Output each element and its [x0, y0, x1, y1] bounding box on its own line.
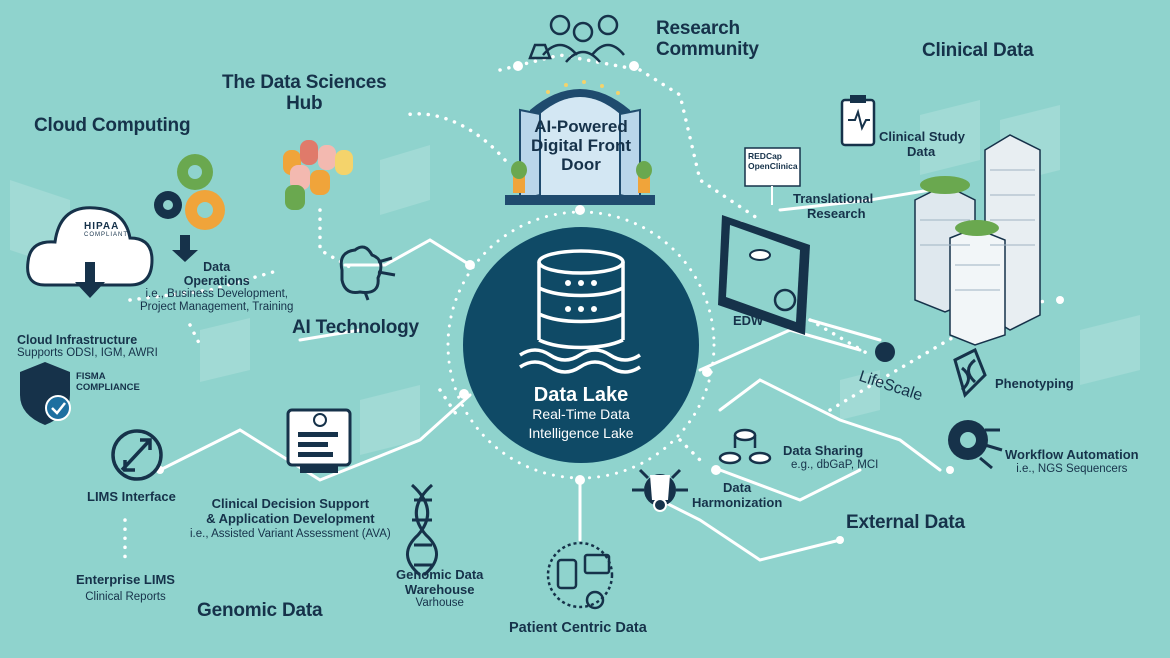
data-sharing-icon	[718, 428, 772, 465]
data-sciences-hub-title: The Data Sciences Hub	[222, 72, 387, 115]
clipboard-icon	[840, 95, 876, 147]
phenotyping-label: Phenotyping	[995, 376, 1074, 391]
fisma-compliance-label: FISMA COMPLIANCE	[76, 371, 140, 393]
workflow-gear-icon	[948, 420, 1003, 470]
workflow-automation-label: Workflow Automation i.e., NGS Sequencers	[1005, 447, 1139, 475]
cloud-infrastructure-label: Cloud Infrastructure Supports ODSI, IGM,…	[17, 333, 158, 359]
data-harmonization-label: Data Harmonization	[692, 480, 783, 510]
front-door-label: AI-Powered Digital Front Door	[530, 117, 632, 175]
lims-interface-label: LIMS Interface	[87, 489, 176, 504]
dna-icon	[406, 483, 438, 577]
front-door-illustration	[505, 80, 655, 205]
database-icon	[519, 249, 641, 374]
genomic-data-title: Genomic Data	[197, 600, 323, 621]
external-data-title: External Data	[846, 512, 965, 533]
researchers-icon	[528, 14, 625, 63]
data-lake-subtitle: Real-Time Data Intelligence Lake	[528, 406, 634, 441]
data-sharing-label: Data Sharing e.g., dbGaP, MCI	[783, 443, 879, 471]
ai-brain-icon	[339, 245, 396, 301]
phenotyping-icon	[953, 347, 987, 398]
gears-icon	[154, 154, 225, 262]
buildings-illustration	[914, 134, 1041, 346]
research-community-title: Research Community	[656, 18, 759, 61]
clinical-decision-monitor-icon	[286, 408, 352, 473]
edw-label: EDW	[733, 313, 764, 328]
enterprise-lims-label: Enterprise LIMS Clinical Reports	[76, 572, 175, 603]
clinical-decision-support-label: Clinical Decision Support & Application …	[190, 496, 391, 541]
lims-icon	[111, 429, 163, 481]
redcap-sign	[744, 147, 801, 205]
clinical-data-title: Clinical Data	[922, 40, 1034, 61]
data-lake-circle	[446, 210, 716, 480]
fisma-shield-icon	[20, 362, 71, 425]
ai-technology-title: AI Technology	[292, 317, 419, 338]
harmonization-icon	[632, 468, 688, 512]
patient-centric-icon	[546, 541, 614, 610]
translational-research-label: Translational Research	[793, 191, 874, 221]
clinical-study-data-label: Clinical Study Data	[879, 129, 965, 159]
data-operations-label: Data Operations i.e., Business Developme…	[140, 260, 294, 313]
patient-centric-data-title: Patient Centric Data	[509, 620, 647, 636]
solid-connectors	[158, 188, 942, 562]
data-lake-title: Data Lake	[533, 384, 629, 406]
hipaa-label: HIPAA COMPLIANT	[84, 221, 129, 239]
cloud-computing-title: Cloud Computing	[34, 115, 191, 136]
data-sciences-people-icon	[283, 140, 353, 210]
hipaa-cloud-icon	[26, 206, 154, 298]
lifescale-logo	[875, 342, 895, 362]
redcap-label: REDCap OpenClinica	[748, 151, 798, 171]
edw-tablet-icon	[718, 215, 810, 335]
genomic-data-warehouse-label: Genomic Data Warehouse Varhouse	[396, 567, 484, 610]
